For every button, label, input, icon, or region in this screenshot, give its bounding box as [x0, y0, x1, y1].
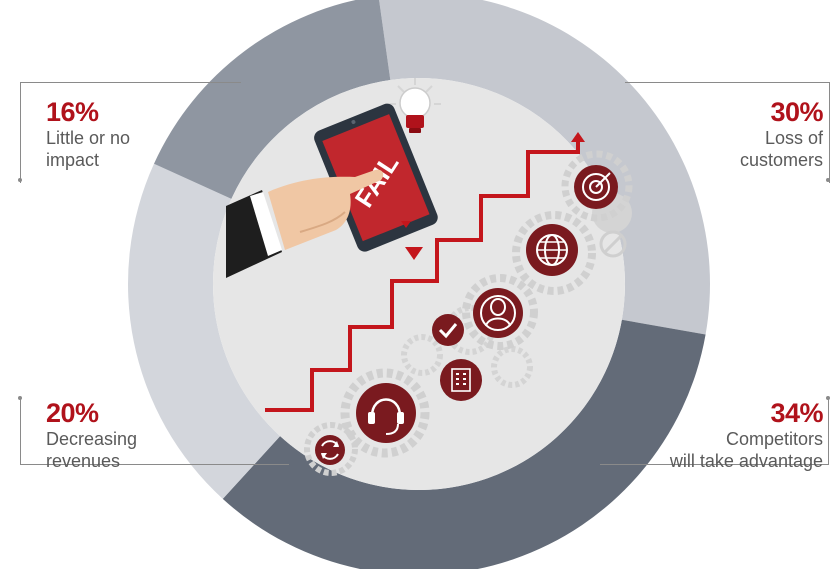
category-label: customers	[739, 150, 823, 170]
callout-little-impact: 16% Little or no impact	[46, 97, 130, 171]
callout-loss-customers: 30% Loss of customers	[739, 97, 824, 171]
donut-ring	[127, 0, 710, 569]
checkmark-icon	[432, 314, 464, 346]
category-label: Loss of	[764, 128, 823, 148]
callout-line-bottom-right	[600, 398, 829, 465]
headset-icon	[356, 383, 416, 443]
category-label: Decreasing	[46, 429, 138, 449]
hand-icon	[226, 169, 384, 278]
donut-segment-loss-of-customers	[379, 0, 710, 335]
center-illustration: FAIL	[213, 78, 633, 490]
callout-decreasing-revenues: 20% Decreasing revenues	[46, 398, 137, 472]
arrow-down-icon	[405, 247, 423, 260]
gear-icon	[304, 150, 633, 476]
lightbulb-icon	[389, 78, 441, 133]
category-label: Little or no	[46, 128, 131, 148]
percent-label: 16%	[46, 97, 99, 127]
callout-line-top-left	[20, 82, 241, 183]
percent-label: 30%	[770, 97, 823, 127]
callout-line-bottom-left	[20, 398, 289, 465]
category-label: will take advantage	[669, 451, 823, 471]
donut-segment-competitors-will-take-advantage	[222, 319, 706, 569]
callout-dot-bottom-left	[18, 396, 22, 400]
category-label: Competitors	[725, 429, 823, 449]
building-icon	[440, 359, 482, 401]
callout-line-top-right	[625, 82, 830, 183]
person-icon	[473, 288, 523, 338]
donut-segment-decreasing-revenues	[127, 163, 281, 499]
callout-dot-bottom-right	[826, 396, 830, 400]
callout-dot-top-right	[826, 178, 830, 182]
percent-label: 20%	[46, 398, 99, 428]
globe-icon	[526, 224, 578, 276]
category-label: impact	[46, 150, 100, 170]
donut-segment-little-or-no-impact	[153, 0, 391, 199]
category-label: revenues	[46, 451, 121, 471]
percent-label: 34%	[770, 398, 823, 428]
target-icon	[574, 165, 618, 209]
staircase-line	[265, 138, 580, 412]
no-entry-icon	[599, 230, 627, 258]
refresh-icon	[315, 435, 345, 465]
arrow-down-icon	[401, 221, 411, 228]
callout-competitors: 34% Competitors will take advantage	[669, 398, 824, 472]
callout-dot-top-left	[18, 178, 22, 182]
